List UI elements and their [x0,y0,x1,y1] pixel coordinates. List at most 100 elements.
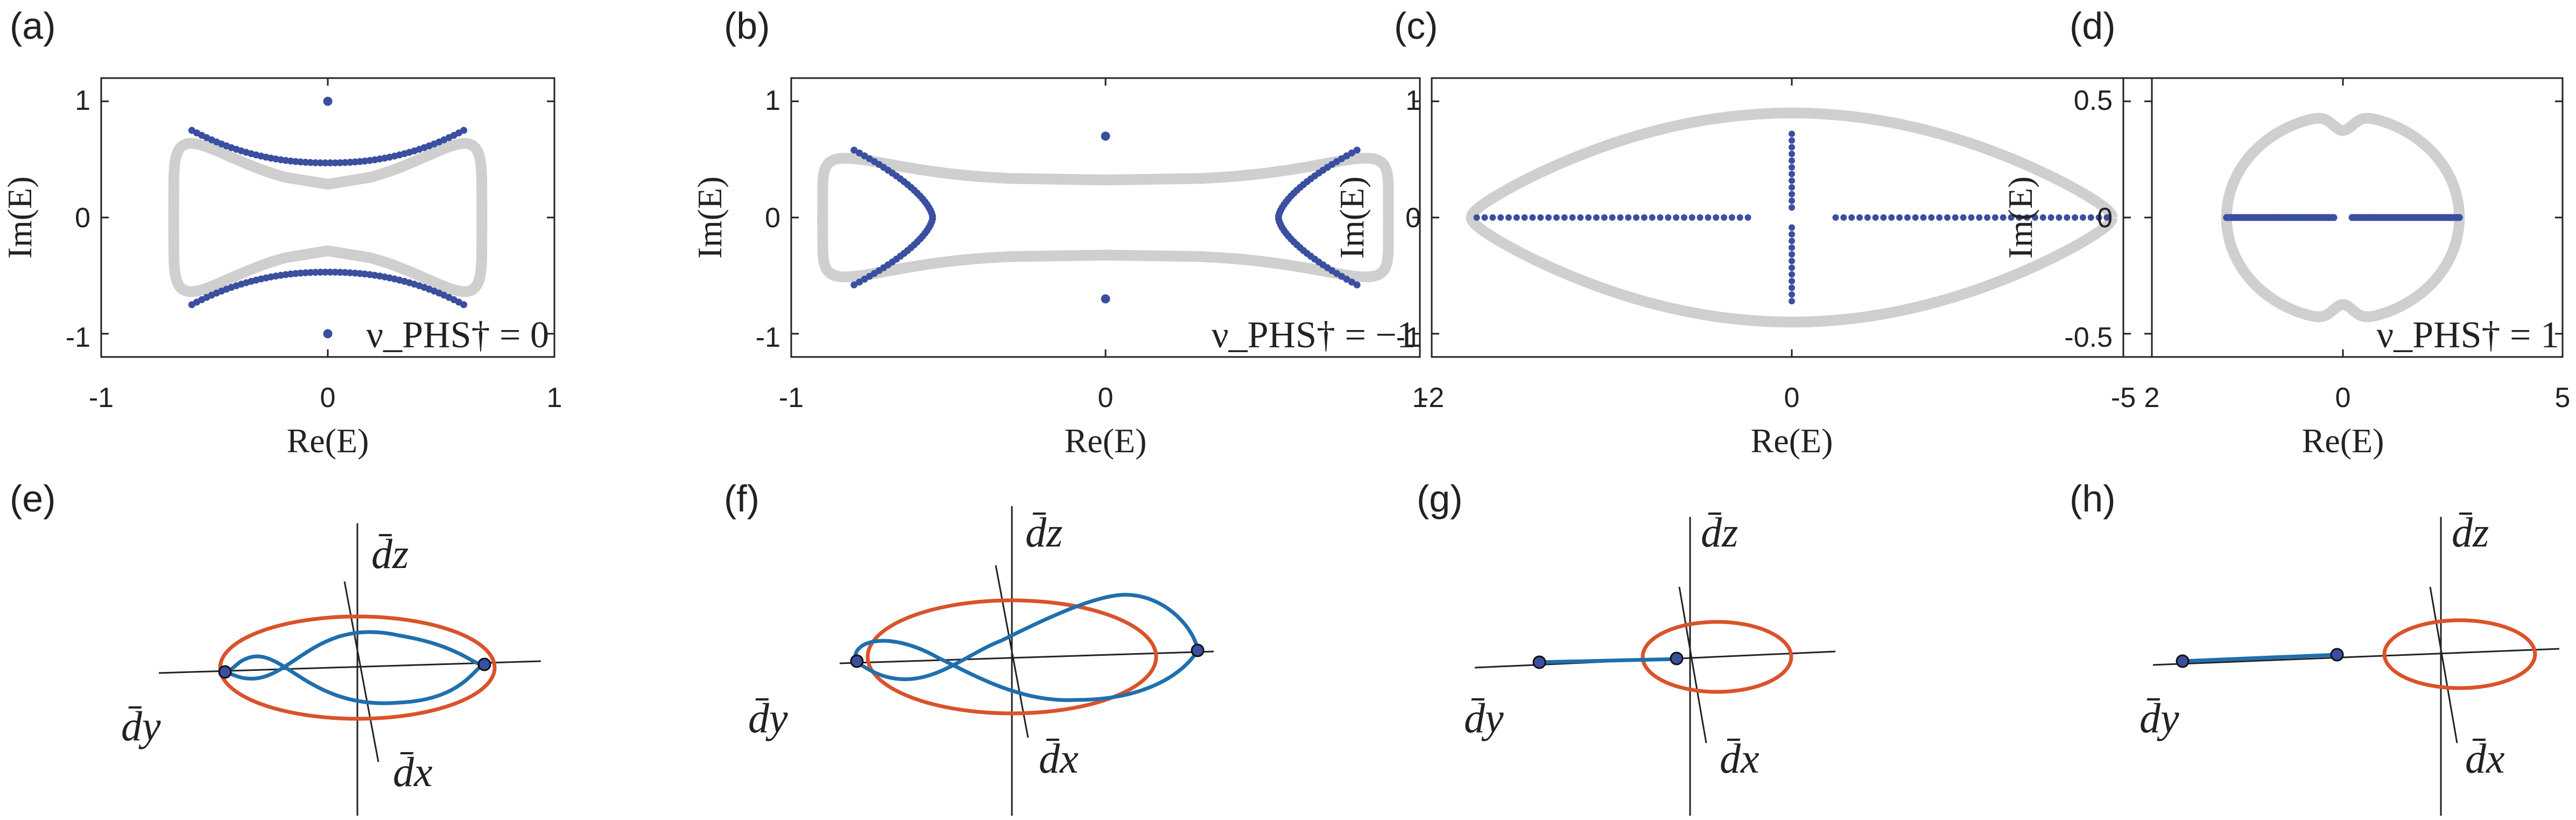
eigen-dot-c-83 [1789,197,1795,204]
eigen-dot-c-48 [1936,214,1943,221]
plot-area-c [1431,78,2153,357]
ylabel-d: Im(E) [2001,177,2039,259]
eigen-dot-c-77 [1789,251,1795,258]
eigen-dot-c-79 [1789,237,1795,244]
dz-label-g: d̄z [1701,509,1738,556]
eigen-dot-c-67 [2087,214,2094,221]
xtick-d-1: 0 [2335,382,2351,413]
annotation-d: ν_PHS† = 1 [2376,314,2559,356]
eigen-dot-c-93 [1789,130,1795,137]
eigen-dot-c-86 [1789,177,1795,184]
ytick-a-0: -1 [66,322,90,353]
eigen-dot-b-49 [1348,278,1355,286]
eigen-dot-c-72 [1789,284,1795,291]
eigen-dot-c-12 [1569,214,1576,221]
dx-label-g: d̄x [1720,735,1759,782]
panel-b: (b) -1 0 1 -1 0 1 Re(E) Im(E) ν_PHS† = −… [691,5,1427,460]
eigen-dot-c-89 [1789,157,1795,164]
eigen-dot-c-57 [2008,214,2015,221]
eigen-dot-c-26 [1680,214,1687,221]
eigen-dot-c-34 [1744,214,1751,221]
ellipse-g [1641,620,1793,694]
eigen-dot-c-58 [2016,214,2023,221]
eigen-dot-a-113 [323,329,333,339]
eigen-dot-c-59 [2024,214,2031,221]
eigen-dot-c-76 [1789,257,1795,264]
eigen-dot-c-36 [1840,214,1847,221]
dz-label-f: d̄z [1025,509,1062,556]
eigen-dot-a-30 [336,159,344,166]
panel-label-d: (d) [2070,5,2116,47]
eigen-dot-c-46 [1920,214,1927,221]
endpoint-right-g [1670,651,1684,665]
plot-area-a [100,78,555,357]
eigen-dot-c-40 [1872,214,1879,221]
ytick-d-0: -0.5 [2064,322,2113,353]
xlabel-a: Re(E) [287,422,369,460]
xtick-b-1: 0 [1098,382,1114,413]
ytick-a-2: 1 [75,85,90,116]
eigen-dot-c-13 [1577,214,1584,221]
xtick-b-2: 1 [1412,382,1428,413]
eigen-dot-b-96 [1101,131,1110,141]
eigen-dot-b-48 [1353,281,1361,289]
xtick-a-2: 1 [547,382,562,413]
eigen-dot-c-88 [1789,164,1795,171]
boundary-a [168,138,488,297]
eigen-dot-c-81 [1789,224,1795,231]
eigen-dot-c-27 [1688,214,1695,221]
eigen-dot-c-24 [1665,214,1672,221]
eigen-dot-c-32 [1728,214,1735,221]
ytick-b-0: -1 [756,322,780,353]
ytick-a-1: 0 [75,202,90,234]
eigen-dot-c-7 [1529,214,1536,221]
eigen-dot-a-80 [307,269,314,276]
eigen-dot-b-46 [856,149,863,157]
eigen-dot-c-43 [1896,214,1903,221]
eigen-dot-c-33 [1736,214,1743,221]
eigen-dot-c-25 [1673,214,1680,221]
eigen-dot-c-18 [1617,214,1624,221]
eigen-dot-c-23 [1657,214,1664,221]
eigen-dot-c-22 [1649,214,1656,221]
dz-label-h: d̄z [2452,509,2489,556]
eigen-dot-b-1 [856,278,863,286]
boundary-b [817,152,1394,283]
eigen-dot-c-41 [1880,214,1887,221]
eigen-dot-c-45 [1912,214,1919,221]
endpoint-left-e [218,665,232,679]
panel-h: (h) d̄z d̄y d̄x [2070,478,2560,816]
eigen-dot-c-35 [1832,214,1839,221]
xlabel-b: Re(E) [1065,422,1147,460]
eigen-dot-a-111 [460,301,468,309]
dz-label-e: d̄z [371,530,409,577]
eigen-dot-c-21 [1641,214,1648,221]
eigen-dot-c-16 [1601,214,1608,221]
eigen-dot-a-86 [336,269,344,276]
eigen-dot-c-20 [1633,214,1640,221]
eigen-dot-c-14 [1585,214,1592,221]
axis-x-g [1678,586,1707,744]
eigen-dot-a-27 [321,159,329,167]
dx-label-f: d̄x [1039,735,1079,782]
path-curve-g [1539,657,1677,664]
endpoint-right-f [1191,643,1205,657]
eigen-dot-c-47 [1928,214,1935,221]
eigen-dot-c-71 [1789,291,1795,298]
eigen-dot-c-37 [1848,214,1855,221]
eigen-dot-c-90 [1789,150,1795,157]
eigen-dot-c-91 [1789,144,1795,151]
eigen-dot-c-62 [2047,214,2054,221]
eigen-dot-c-50 [1952,214,1959,221]
eigen-dot-c-68 [2095,214,2102,221]
axis-y-f [839,650,1214,664]
ytick-c-0: -1 [1396,322,1421,353]
dy-label-f: d̄y [748,695,788,741]
panel-label-a: (a) [10,5,56,47]
dx-label-h: d̄x [2465,735,2505,782]
loop-curve-f [853,593,1200,702]
xtick-b-0: -1 [779,382,804,413]
eigen-dot-b-0 [850,281,858,289]
path-curve-h [2182,653,2338,663]
eigen-dot-b-97 [1101,294,1110,304]
